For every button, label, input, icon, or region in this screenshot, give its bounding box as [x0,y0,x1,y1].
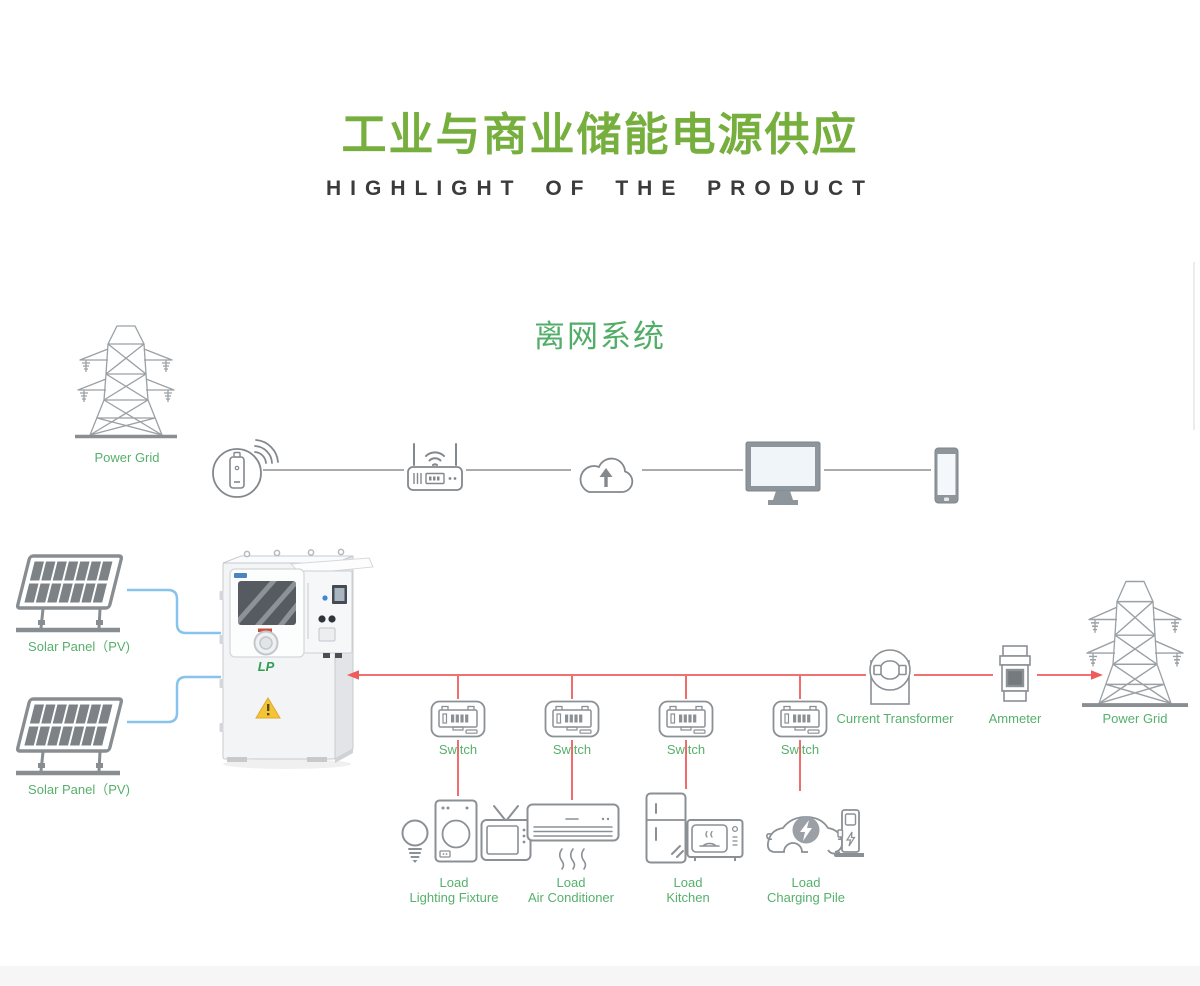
bottom-strip [0,966,1200,986]
solar-panel-2-icon [12,695,126,779]
tv-icon [480,804,532,862]
load-3-label: Load Kitchen [666,875,709,905]
load-1-line2: Lighting Fixture [409,890,499,905]
switch-4-icon [772,700,828,740]
ammeter-label: Ammeter [988,711,1042,726]
power-grid-left-label: Power Grid [94,450,160,465]
ammeter-icon [995,645,1035,703]
wifi-router-icon [405,441,465,494]
page-subtitle: HIGHLIGHT OF THE PRODUCT [326,177,874,200]
ev-charging-icon [762,794,864,866]
page-title: 工业与商业储能电源供应 [341,109,859,160]
smartphone-icon [934,447,960,505]
solar-panel-1-label: Solar Panel（PV) [28,639,130,654]
switch-1-icon [430,700,486,740]
power-grid-right-label: Power Grid [1102,711,1168,726]
section-title: 离网系统 [534,319,666,354]
load-3-line1: Load [673,875,703,890]
switch-3-icon [658,700,714,740]
page-edge-line [1193,262,1195,430]
monitor-icon [745,441,823,507]
washing-machine-icon [434,799,478,863]
load-1-line1: Load [439,875,469,890]
solar-panel-2-label: Solar Panel（PV) [28,782,130,797]
microwave-icon [686,816,744,864]
switch-4-label: Switch [780,742,820,757]
power-grid-right-icon [1082,577,1188,709]
current-transformer-icon [867,649,913,706]
solar-panel-1-icon [12,552,126,636]
load-2-label: Load Air Conditioner [528,875,614,905]
power-grid-left-icon [73,322,179,440]
cloud-upload-icon [573,447,639,499]
load-4-label: Load Charging Pile [767,875,845,905]
switch-2-label: Switch [552,742,592,757]
refrigerator-icon [645,792,687,864]
light-bulb-icon [398,818,432,864]
energy-storage-cabinet: LP [215,543,375,771]
air-conditioner-icon [526,803,620,871]
load-2-line2: Air Conditioner [528,890,614,905]
current-transformer-label: Current Transformer [836,711,954,726]
load-4-line2: Charging Pile [766,890,846,905]
iot-collector-icon [211,436,283,502]
load-3-line2: Kitchen [666,890,710,905]
load-2-line1: Load [556,875,586,890]
load-4-line1: Load [791,875,821,890]
switch-3-label: Switch [666,742,706,757]
switch-2-icon [544,700,600,740]
cabinet-logo: LP [258,659,275,674]
load-1-label: Load Lighting Fixture [410,875,499,905]
switch-1-label: Switch [438,742,478,757]
